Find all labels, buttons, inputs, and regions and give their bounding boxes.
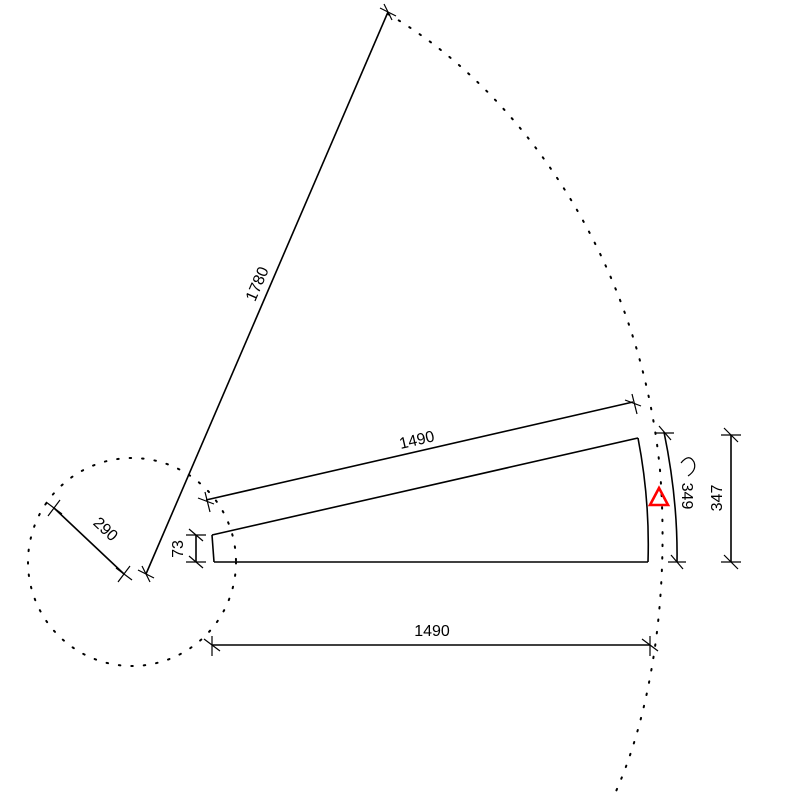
dimension-label-73: 73 <box>170 540 187 558</box>
dimension-left-height[interactable]: 73 <box>170 528 206 569</box>
dimension-radius-small[interactable]: 290 <box>45 499 133 583</box>
construction-arcs <box>27 13 664 800</box>
large-construction-arc <box>387 13 664 800</box>
dimension-label-349: 349 <box>678 483 695 510</box>
arc-symbol <box>680 457 696 477</box>
dimension-bottom-length[interactable]: 1490 <box>203 623 659 656</box>
warning-triangle-icon[interactable] <box>647 485 671 507</box>
dimension-right-height[interactable]: 347 <box>709 427 741 570</box>
dimension-radius-large[interactable]: 1780 <box>137 3 397 583</box>
profile-outline <box>211 437 650 563</box>
profile-left-edge <box>211 534 215 563</box>
profile-right-arc <box>637 437 650 563</box>
profile-top-edge <box>211 437 639 536</box>
dimension-arc-length[interactable]: 349 <box>656 425 696 570</box>
dimension-label-1780: 1780 <box>243 264 273 304</box>
dimension-label-bottom-1490: 1490 <box>414 623 450 640</box>
dimension-label-290: 290 <box>90 514 121 545</box>
dimension-label-347: 347 <box>709 485 726 512</box>
